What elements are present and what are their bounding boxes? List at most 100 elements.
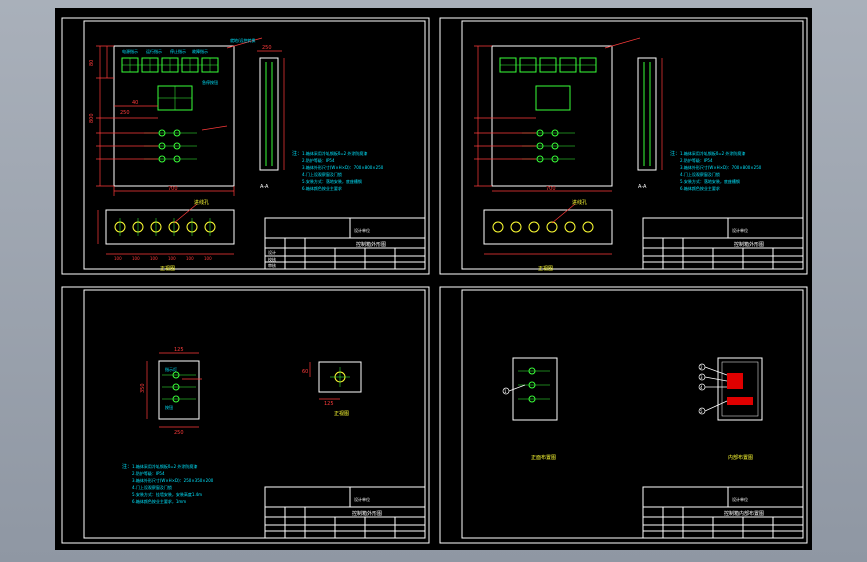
dim-width-label: 700	[546, 186, 556, 192]
sheet-outer-border	[439, 286, 808, 544]
left-dimensions	[96, 37, 263, 196]
svg-text:2: 2	[700, 365, 703, 370]
label-button: 按钮	[165, 404, 173, 410]
notes-list: 1.箱体采用冷轧钢板δ=2 外涂防腐漆 2.防护等级：IP54 3.箱体外形尺寸…	[680, 150, 762, 191]
small-box-side	[318, 361, 362, 393]
internal-layout-caption: 内部布置图	[728, 454, 753, 461]
title-block	[264, 217, 426, 270]
sheet-1[interactable]: 800 80 250 40 700 电源指示 运行指示 停止指示 故障指示 就地…	[61, 17, 430, 275]
dim-top-label: 80	[89, 60, 95, 66]
panel-front-view	[512, 357, 558, 421]
front-layout-caption: 正面布置图	[531, 454, 556, 461]
side-caption: 正视图	[334, 410, 349, 417]
label-stop-indicator: 停止指示	[170, 48, 186, 54]
label-run-indicator: 运行指示	[146, 48, 162, 54]
svg-text:2.防护等级：IP54: 2.防护等级：IP54	[132, 470, 165, 476]
svg-text:4.门上设观察窗及门锁: 4.门上设观察窗及门锁	[302, 171, 342, 177]
notes-title: 注：	[122, 463, 132, 470]
small-box-front	[158, 360, 200, 420]
title-company: 设计单位	[354, 496, 370, 502]
svg-text:100: 100	[204, 256, 212, 261]
front-panel-outline	[113, 45, 235, 187]
cad-canvas[interactable]: 800 80 250 40 700 电源指示 运行指示 停止指示 故障指示 就地…	[55, 8, 812, 550]
notes-title: 注：	[292, 150, 302, 157]
sheet-outer-border	[439, 17, 808, 275]
label-power-indicator: 电源指示	[122, 48, 138, 54]
side-depth-label: 250	[262, 45, 272, 51]
svg-text:100: 100	[114, 256, 122, 261]
sheet-2[interactable]: 700 A-A 注： 1.箱体采用冷轧钢板δ=2 外涂防腐漆 2.防护等级：IP…	[439, 17, 808, 275]
svg-text:3.箱体外形尺寸(W×H×D)：700×800×250: 3.箱体外形尺寸(W×H×D)：700×800×250	[680, 164, 762, 170]
svg-text:2.防护等级：IP54: 2.防护等级：IP54	[302, 157, 335, 163]
internal-callout-labels: 2 3 4 5	[700, 365, 703, 414]
title-drawing-name: 控制箱外形图	[352, 510, 382, 517]
sheet-4[interactable]: 1 正面布置图 2 3 4 5 内部布置图	[439, 286, 808, 544]
svg-text:4.门上设观察窗及门锁: 4.门上设观察窗及门锁	[132, 484, 172, 490]
side-view	[637, 57, 663, 171]
dim-left-label: 350	[140, 383, 146, 393]
svg-text:1.箱体采用冷轧钢板δ=2 外涂防腐漆: 1.箱体采用冷轧钢板δ=2 外涂防腐漆	[132, 463, 197, 469]
side-view	[257, 50, 285, 171]
sheet-3[interactable]: 125 350 250 指示灯 按钮 125 60 正视图 注： 1.箱体采用冷…	[61, 286, 430, 544]
svg-text:100: 100	[168, 256, 176, 261]
label-local-remote: 就地/远控转换	[230, 37, 255, 43]
notes-list: 1.箱体采用冷轧钢板δ=2 外涂防腐漆 2.防护等级：IP54 3.箱体外形尺寸…	[132, 463, 214, 504]
dim-top-label: 125	[174, 347, 184, 353]
label-emergency-stop: 急停按钮	[202, 79, 218, 85]
svg-text:100: 100	[186, 256, 194, 261]
dim-side-b: 60	[302, 369, 308, 375]
small-box-components	[162, 371, 196, 403]
label-indicator: 指示灯	[165, 366, 177, 372]
svg-text:5.安装方式：落地安装，底座槽钢: 5.安装方式：落地安装，底座槽钢	[680, 178, 740, 184]
panel-front-components	[518, 367, 550, 403]
breaker-block	[727, 373, 743, 389]
bottom-hole-label: 进线孔	[572, 199, 587, 206]
bottom-hole-label: 进线孔	[194, 199, 209, 206]
front-panel-outline	[491, 45, 613, 187]
title-drawing-name: 控制箱外形图	[734, 241, 764, 248]
callout-1: 1	[504, 389, 507, 394]
sheet-outer-border	[61, 286, 430, 544]
small-box-dims	[146, 352, 202, 428]
sheet-inner-border	[83, 20, 426, 270]
svg-text:1.箱体采用冷轧钢板δ=2 外涂防腐漆: 1.箱体采用冷轧钢板δ=2 外涂防腐漆	[680, 150, 745, 156]
dim-40-label: 40	[132, 100, 138, 106]
side-view-caption: A-A	[260, 184, 269, 190]
left-dimensions	[474, 37, 641, 192]
notes-title: 注：	[670, 150, 680, 157]
svg-text:1.箱体采用冷轧钢板δ=2 外涂防腐漆: 1.箱体采用冷轧钢板δ=2 外涂防腐漆	[302, 150, 367, 156]
title-block	[642, 217, 804, 270]
dim-bottom-label: 250	[174, 430, 184, 436]
svg-text:2.防护等级：IP54: 2.防护等级：IP54	[680, 157, 713, 163]
svg-text:6.箱体颜色按业主要求，1mm: 6.箱体颜色按业主要求，1mm	[132, 498, 186, 504]
drawing-svg: 800 80 250 40 700 电源指示 运行指示 停止指示 故障指示 就地…	[61, 17, 808, 544]
dim-height-label: 800	[89, 113, 95, 123]
indicator-row	[121, 57, 219, 73]
svg-text:100: 100	[132, 256, 140, 261]
svg-text:100: 100	[150, 256, 158, 261]
title-drawing-name: 控制箱外形图	[356, 241, 386, 248]
button-cluster	[144, 129, 197, 163]
bottom-plate-view	[97, 203, 235, 255]
title-row-check: 校核	[268, 256, 276, 262]
svg-text:6.箱体颜色按业主要求: 6.箱体颜色按业主要求	[680, 185, 720, 191]
svg-text:5.安装方式：挂墙安装，安装高度1.4m: 5.安装方式：挂墙安装，安装高度1.4m	[132, 491, 202, 497]
front-view-caption: 正视图	[538, 265, 553, 272]
svg-text:5: 5	[700, 409, 703, 414]
title-company: 设计单位	[354, 227, 370, 233]
title-company: 设计单位	[732, 496, 748, 502]
svg-text:3.箱体外形尺寸(W×H×D)：700×800×250: 3.箱体外形尺寸(W×H×D)：700×800×250	[302, 164, 384, 170]
sheet-inner-border	[461, 20, 804, 270]
dim-width-label: 700	[168, 186, 178, 192]
dim-side-a: 125	[324, 401, 334, 407]
front-callouts	[502, 384, 526, 395]
svg-text:4: 4	[700, 385, 703, 390]
title-company: 设计单位	[732, 227, 748, 233]
bottom-plate-view	[483, 203, 613, 255]
title-block	[642, 486, 804, 539]
svg-text:5.安装方式：落地安装，底座槽钢: 5.安装方式：落地安装，底座槽钢	[302, 178, 362, 184]
svg-text:6.箱体颜色按业主要求: 6.箱体颜色按业主要求	[302, 185, 342, 191]
title-drawing-name: 控制箱内部布置图	[724, 510, 764, 517]
svg-text:3.箱体外形尺寸(W×H×D)：250×350×200: 3.箱体外形尺寸(W×H×D)：250×350×200	[132, 477, 214, 483]
title-row-design: 设计	[268, 249, 276, 255]
